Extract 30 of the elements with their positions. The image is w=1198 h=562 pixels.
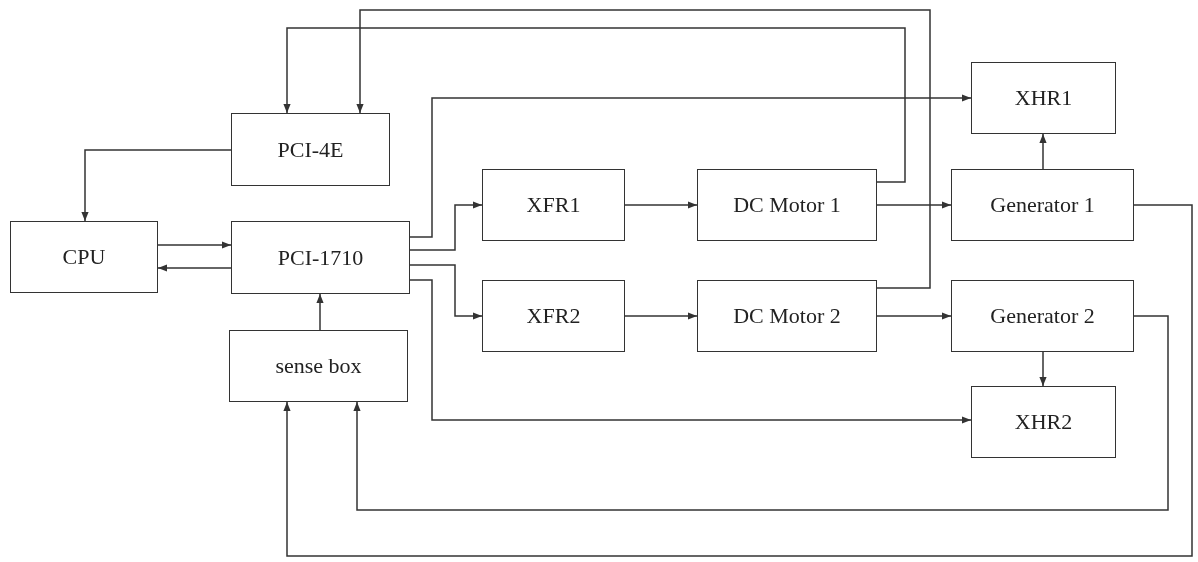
process-box: XFR1 [482, 169, 625, 241]
arrow [283, 204, 1193, 557]
process-box: CPU [10, 221, 158, 293]
process-box: DC Motor 1 [697, 169, 877, 241]
process-box: Generator 2 [951, 280, 1134, 352]
arrow [876, 201, 952, 209]
arrow [409, 279, 972, 424]
arrow [283, 27, 906, 183]
process-box: sense box [229, 330, 408, 402]
arrow [157, 264, 232, 272]
process-box: PCI-1710 [231, 221, 410, 294]
arrow [409, 94, 972, 238]
arrow [1039, 133, 1047, 170]
arrow [624, 201, 698, 209]
process-box: XFR2 [482, 280, 625, 352]
arrow [356, 9, 931, 289]
process-box: Generator 1 [951, 169, 1134, 241]
arrow [409, 264, 483, 320]
arrow [876, 312, 952, 320]
arrow [157, 241, 232, 249]
arrow [624, 312, 698, 320]
process-box: DC Motor 2 [697, 280, 877, 352]
process-box: XHR1 [971, 62, 1116, 134]
arrow [316, 293, 324, 331]
process-box: PCI-4E [231, 113, 390, 186]
arrow [409, 201, 483, 251]
process-box: XHR2 [971, 386, 1116, 458]
arrow [353, 315, 1169, 511]
arrow [81, 149, 232, 222]
arrow [1039, 351, 1047, 387]
